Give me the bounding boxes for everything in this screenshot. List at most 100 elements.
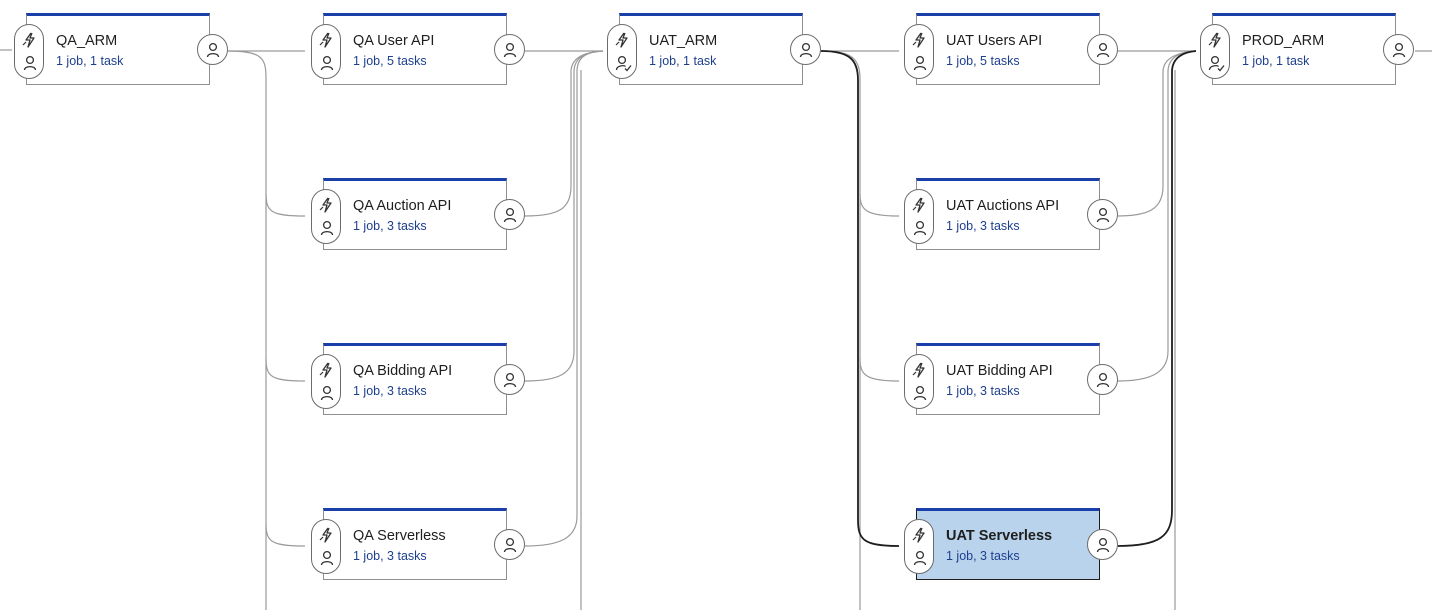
person-icon <box>503 42 517 58</box>
lightning-trigger-icon <box>615 32 628 48</box>
person-icon <box>1392 42 1406 58</box>
lightning-trigger-icon <box>319 527 332 543</box>
post-deployment-approval-button[interactable] <box>494 529 525 560</box>
person-icon <box>503 537 517 553</box>
lightning-trigger-icon <box>319 362 332 378</box>
lightning-trigger-icon <box>319 32 332 48</box>
pre-deployment-conditions[interactable] <box>14 24 44 79</box>
person-icon <box>913 385 927 401</box>
connector-line <box>820 50 861 610</box>
stage-summary: 1 job, 1 task <box>56 54 124 68</box>
stage-qa-user-api[interactable]: QA User API 1 job, 5 tasks <box>311 13 525 85</box>
stage-uat-auctions-api[interactable]: UAT Auctions API 1 job, 3 tasks <box>904 178 1118 250</box>
lightning-trigger-icon <box>22 32 35 48</box>
stage-name: UAT_ARM <box>649 33 718 49</box>
person-icon <box>503 207 517 223</box>
stage-name: QA User API <box>353 33 435 49</box>
stage-name: PROD_ARM <box>1242 33 1325 49</box>
stage-name: UAT Auctions API <box>946 198 1060 214</box>
stage-summary: 1 job, 5 tasks <box>353 54 427 68</box>
person-icon <box>320 385 334 401</box>
stage-name: QA Auction API <box>353 198 452 214</box>
post-deployment-approval-button[interactable] <box>1087 34 1118 65</box>
stage-uat-users-api[interactable]: UAT Users API 1 job, 5 tasks <box>904 13 1118 85</box>
stage-qa-serverless[interactable]: QA Serverless 1 job, 3 tasks <box>311 508 525 580</box>
stage-summary: 1 job, 3 tasks <box>353 549 427 563</box>
stage-summary: 1 job, 1 task <box>649 54 717 68</box>
stage-summary: 1 job, 1 task <box>1242 54 1310 68</box>
highlighted-connector <box>820 50 900 547</box>
person-check-icon <box>1208 55 1225 72</box>
stage-uat-bidding-api[interactable]: UAT Bidding API 1 job, 3 tasks <box>904 343 1118 415</box>
highlighted-connector <box>1117 50 1197 547</box>
lightning-trigger-icon <box>912 197 925 213</box>
connector-line <box>1117 50 1197 217</box>
connector-line <box>265 193 306 217</box>
post-deployment-approval-button[interactable] <box>790 34 821 65</box>
connector-line <box>1117 50 1197 382</box>
connector-line <box>227 50 267 610</box>
person-icon <box>1096 372 1110 388</box>
pre-deployment-conditions[interactable] <box>607 24 637 79</box>
connector-line <box>859 358 900 382</box>
pre-deployment-conditions[interactable] <box>904 519 934 574</box>
person-icon <box>1096 537 1110 553</box>
pre-deployment-conditions[interactable] <box>311 519 341 574</box>
lightning-trigger-icon <box>319 197 332 213</box>
person-icon <box>799 42 813 58</box>
stage-uat-arm[interactable]: UAT_ARM 1 job, 1 task <box>607 13 821 85</box>
post-deployment-approval-button[interactable] <box>197 34 228 65</box>
post-deployment-approval-button[interactable] <box>1087 364 1118 395</box>
lightning-trigger-icon <box>912 32 925 48</box>
stage-summary: 1 job, 3 tasks <box>946 549 1020 563</box>
stage-qa-auction-api[interactable]: QA Auction API 1 job, 3 tasks <box>311 178 525 250</box>
stage-summary: 1 job, 3 tasks <box>946 219 1020 233</box>
stage-qa-arm[interactable]: QA_ARM 1 job, 1 task <box>14 13 228 85</box>
stage-summary: 1 job, 3 tasks <box>353 219 427 233</box>
pre-deployment-conditions[interactable] <box>311 354 341 409</box>
person-icon <box>320 550 334 566</box>
person-icon <box>913 550 927 566</box>
connector-line <box>265 358 306 382</box>
person-icon <box>320 55 334 71</box>
post-deployment-approval-button[interactable] <box>1087 529 1118 560</box>
connector-line <box>265 523 306 547</box>
stage-summary: 1 job, 3 tasks <box>946 384 1020 398</box>
post-deployment-approval-button[interactable] <box>494 34 525 65</box>
stage-prod-arm[interactable]: PROD_ARM 1 job, 1 task <box>1200 13 1414 85</box>
stage-name: QA Bidding API <box>353 363 453 379</box>
pre-deployment-conditions[interactable] <box>904 24 934 79</box>
post-deployment-approval-button[interactable] <box>494 199 525 230</box>
pre-deployment-conditions[interactable] <box>311 24 341 79</box>
stage-name: UAT Bidding API <box>946 363 1053 379</box>
pre-deployment-conditions[interactable] <box>1200 24 1230 79</box>
stage-name: QA_ARM <box>56 33 118 49</box>
stage-summary: 1 job, 3 tasks <box>353 384 427 398</box>
stage-qa-bidding-api[interactable]: QA Bidding API 1 job, 3 tasks <box>311 343 525 415</box>
person-icon <box>1096 207 1110 223</box>
stage-name: QA Serverless <box>353 528 446 544</box>
pre-deployment-conditions[interactable] <box>311 189 341 244</box>
person-icon <box>320 220 334 236</box>
pre-deployment-conditions[interactable] <box>904 189 934 244</box>
person-icon <box>23 55 37 71</box>
person-icon <box>913 55 927 71</box>
person-icon <box>913 220 927 236</box>
post-deployment-approval-button[interactable] <box>494 364 525 395</box>
connector-line <box>524 50 604 217</box>
lightning-trigger-icon <box>912 362 925 378</box>
lightning-trigger-icon <box>1208 32 1221 48</box>
connector-line <box>524 50 604 547</box>
post-deployment-approval-button[interactable] <box>1087 199 1118 230</box>
stage-name: UAT Users API <box>946 33 1043 49</box>
post-deployment-approval-button[interactable] <box>1383 34 1414 65</box>
person-check-icon <box>615 55 632 72</box>
stage-summary: 1 job, 5 tasks <box>946 54 1020 68</box>
stage-uat-serverless[interactable]: UAT Serverless 1 job, 3 tasks <box>904 508 1118 580</box>
lightning-trigger-icon <box>912 527 925 543</box>
person-icon <box>1096 42 1110 58</box>
connector-line <box>859 193 900 217</box>
pre-deployment-conditions[interactable] <box>904 354 934 409</box>
